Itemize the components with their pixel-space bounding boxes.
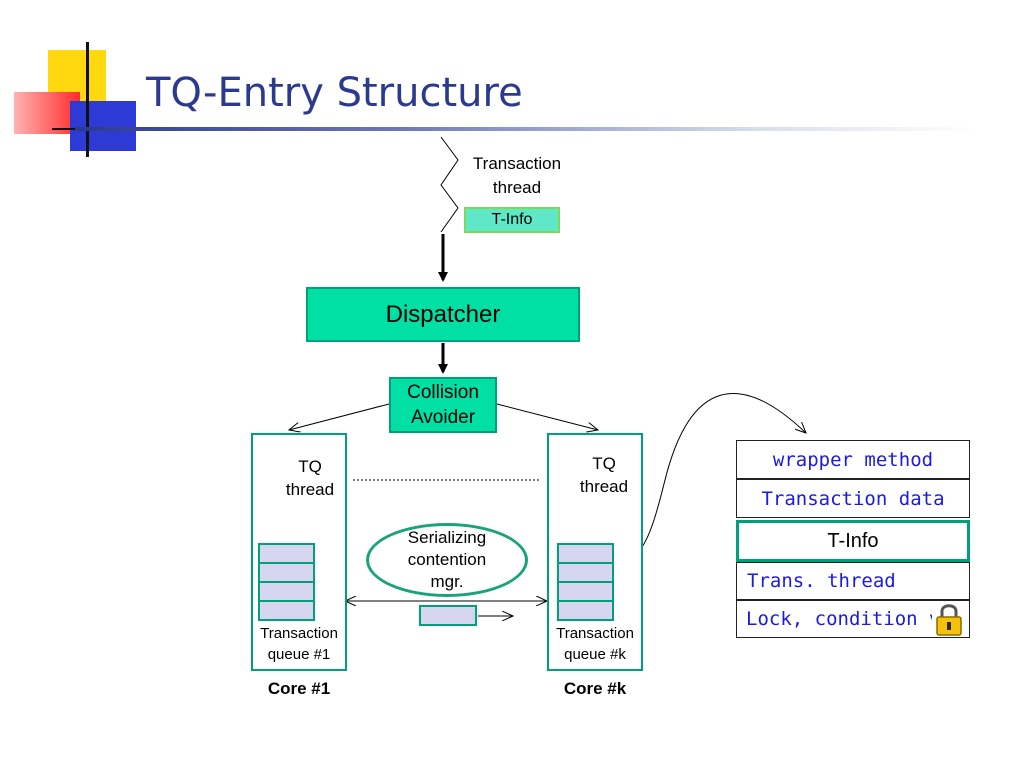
core-1-tq-thread-label: TQ thread <box>280 455 340 501</box>
lock-icon <box>932 601 966 637</box>
serializer-line3: mgr. <box>430 572 464 591</box>
core-k-queue-slot <box>557 581 614 602</box>
core-1-queue-slot <box>258 600 315 621</box>
serializer-line1: Serializing <box>407 528 487 547</box>
core-1-tq-line1: TQ <box>298 457 322 476</box>
entry-row-transaction-data: Transaction data <box>736 479 970 518</box>
core-k-queue-slot <box>557 543 614 564</box>
transaction-thread-label-line2: thread <box>492 178 542 197</box>
core-1-label: Core #1 <box>267 679 331 698</box>
serializer-line2: contention <box>407 550 487 569</box>
core-1-queue-slot <box>258 581 315 602</box>
arrow-to-corek <box>496 403 598 430</box>
logo-vertical-line <box>86 42 89 157</box>
entry-row-lock-condition-var: Lock, condition var <box>736 600 970 638</box>
tinfo-box: T-Info <box>464 207 560 233</box>
slide-title: TQ-Entry Structure <box>146 70 523 116</box>
core-1-tq-line2: thread <box>285 480 335 499</box>
core-k-queue-label-line1: Transaction <box>556 625 634 642</box>
collision-avoider-line1: Collision <box>407 382 479 403</box>
transaction-thread-label-line1: Transaction <box>472 154 562 173</box>
core-1-queue-label-line1: Transaction <box>260 625 338 642</box>
transaction-thread-zigzag <box>440 136 459 233</box>
core-k-tq-line2: thread <box>579 477 629 496</box>
entry-row-tinfo: T-Info <box>736 520 970 562</box>
core-k-label: Core #k <box>563 679 627 698</box>
collision-avoider-line2: Avoider <box>410 407 476 428</box>
dispatcher-box: Dispatcher <box>306 287 580 342</box>
entry-row-wrapper-method: wrapper method <box>736 440 970 479</box>
entry-row-trans-thread: Trans. thread <box>736 562 970 600</box>
transaction-thread-label: Transaction thread <box>462 152 572 200</box>
serializer-queue-slot <box>419 605 477 626</box>
core-k-queue-slot <box>557 600 614 621</box>
serializing-contention-manager: Serializing contention mgr. <box>366 523 528 597</box>
arrow-to-core1 <box>289 403 390 430</box>
core-k-tq-thread-label: TQ thread <box>574 452 634 498</box>
core-k-queue-slot <box>557 562 614 583</box>
core-1-queue-slot <box>258 562 315 583</box>
core-1-queue-label-line2: queue #1 <box>267 646 331 663</box>
core-1-queue-slot <box>258 543 315 564</box>
collision-avoider-box: Collision Avoider <box>389 377 497 433</box>
core-k-queue-label-line2: queue #k <box>564 646 626 663</box>
core-1-queue-label: Transaction queue #1 <box>252 623 346 665</box>
core-k-tq-line1: TQ <box>592 454 616 473</box>
core-k-queue-label: Transaction queue #k <box>548 623 642 665</box>
logo-blue-square <box>70 101 136 151</box>
logo-red-square <box>14 92 80 134</box>
title-underline <box>75 127 975 131</box>
